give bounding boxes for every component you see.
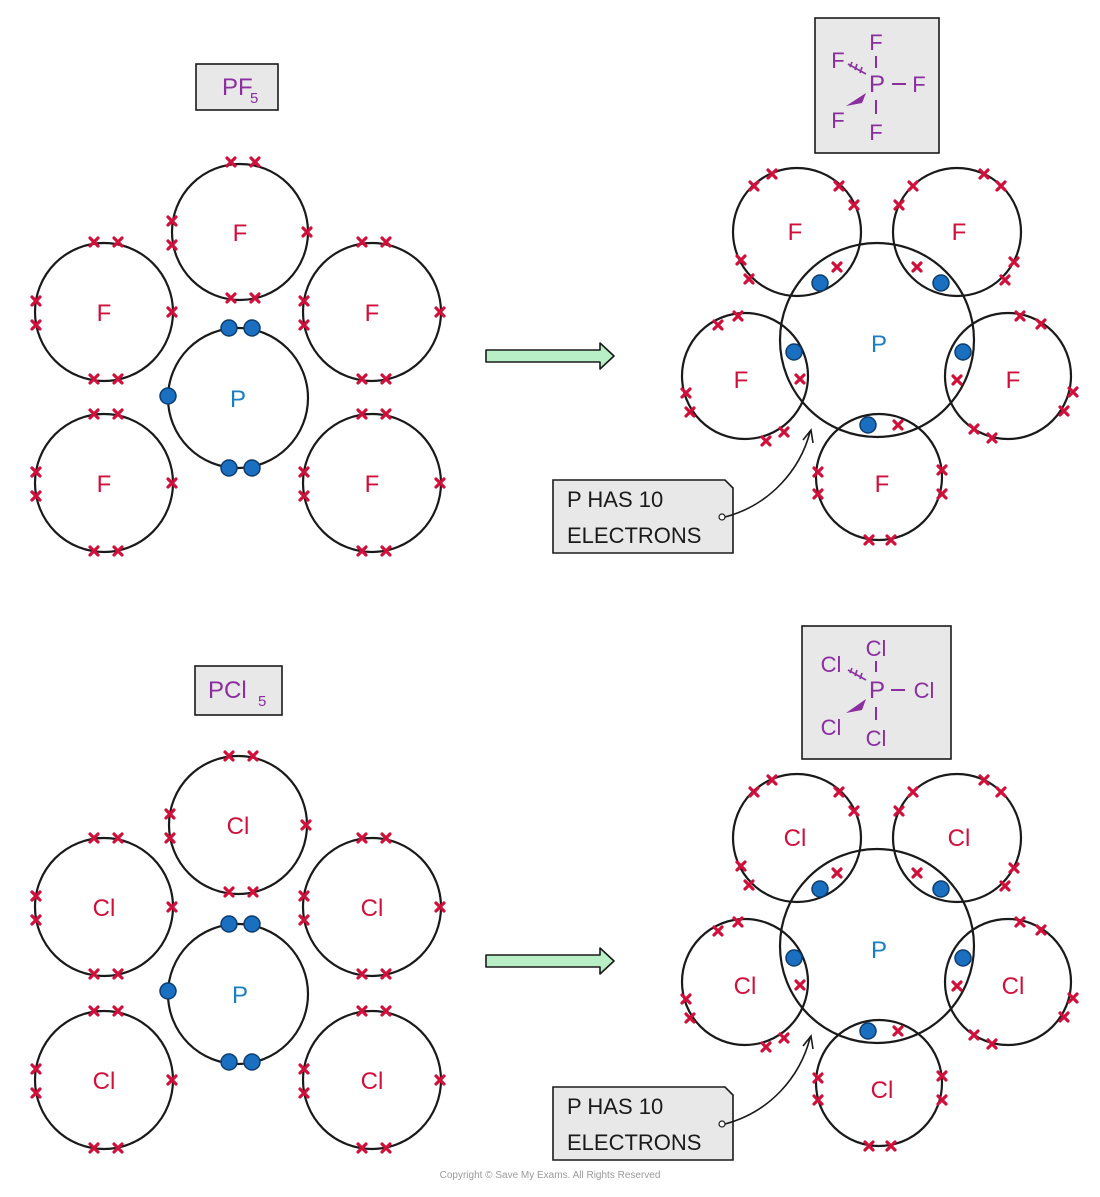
cl-atom-label: Cl (227, 813, 250, 840)
pcl5-bonded-molecule: P Cl Cl Cl Cl Cl (552, 772, 1079, 1161)
p-atom-label: P (871, 331, 887, 358)
f-atom-label: F (97, 471, 112, 498)
pcl5-structure-box: Cl Cl P Cl Cl Cl (801, 625, 952, 760)
electron-dots (785, 274, 972, 434)
structure-left: F (831, 48, 844, 73)
electron-crosses (30, 156, 446, 557)
f-atom-label: F (365, 300, 380, 327)
f-atom-label: F (365, 471, 380, 498)
cl-atom-label: Cl (784, 825, 807, 852)
structure-center: P (869, 677, 885, 704)
cl-atom-label: Cl (1002, 973, 1025, 1000)
p-shell (778, 847, 976, 1045)
copyright-footer: Copyright © Save My Exams. All Rights Re… (439, 1170, 661, 1181)
cl-shell (814, 1018, 944, 1148)
f-atom-label: F (97, 300, 112, 327)
pf5-formula-subscript: 5 (250, 90, 258, 107)
cl-atom-label: Cl (871, 1077, 894, 1104)
f-atom-label: F (788, 219, 803, 246)
p-atom-label: P (230, 386, 246, 413)
callout-line1: P HAS 10 (567, 487, 663, 512)
callout-line1: P HAS 10 (567, 1094, 663, 1119)
f-atom-label: F (952, 219, 967, 246)
electron-dots (159, 915, 261, 1071)
structure-bottom: Cl (866, 726, 887, 751)
structure-right: Cl (914, 678, 935, 703)
pf5-structure-box: F F P F F F (814, 17, 940, 154)
f-shell (943, 311, 1073, 441)
structure-top: F (869, 30, 882, 55)
f-shell (680, 311, 810, 441)
reaction-arrow (485, 342, 615, 370)
cl-atom-label: Cl (93, 895, 116, 922)
reaction-arrow (485, 947, 615, 975)
cl-atom-label: Cl (361, 1068, 384, 1095)
cl-atom-label: Cl (948, 825, 971, 852)
pcl5-formula-subscript: 5 (258, 693, 266, 710)
cl-shell (680, 917, 810, 1047)
p-shell (778, 241, 976, 439)
f-atom-label: F (1006, 367, 1021, 394)
f-atom-label: F (734, 367, 749, 394)
pf5-bonded-molecule: P F F F F F (552, 166, 1079, 554)
pcl5-section: PCl 5 Cl Cl Cl Cl Cl P (30, 625, 1079, 1161)
electron-dots (785, 880, 972, 1040)
callout-line2: ELECTRONS (567, 523, 701, 548)
pcl5-formula: PCl (208, 677, 247, 704)
structure-bottom: F (869, 120, 882, 145)
f-atom-label: F (233, 220, 248, 247)
f-atom-label: F (875, 471, 890, 498)
structure-top: Cl (866, 636, 887, 661)
p-atom-label: P (232, 982, 248, 1009)
cl-shell (731, 772, 863, 904)
cl-shell (943, 917, 1073, 1047)
pf5-callout: P HAS 10 ELECTRONS (552, 428, 814, 554)
pf5-formula: PF (222, 74, 253, 101)
pcl5-callout: P HAS 10 ELECTRONS (552, 1034, 814, 1161)
f-shell (891, 166, 1023, 298)
pcl5-formula-box: PCl 5 (194, 665, 283, 716)
pcl5-separate-atoms: Cl Cl Cl Cl Cl P (30, 750, 446, 1154)
cl-atom-label: Cl (93, 1068, 116, 1095)
pf5-section: PF 5 F F F F F P (30, 17, 1079, 557)
cl-atom-label: Cl (734, 973, 757, 1000)
pf5-separate-atoms: F F F F F P (30, 156, 446, 557)
callout-line2: ELECTRONS (567, 1130, 701, 1155)
structure-center: P (869, 71, 885, 98)
f-shell (814, 412, 944, 542)
cl-atom-label: Cl (361, 895, 384, 922)
structure-bottom-left: Cl (821, 715, 842, 740)
structure-bottom-left: F (831, 108, 844, 133)
structure-left: Cl (821, 652, 842, 677)
electron-dots (159, 319, 261, 477)
f-shell (731, 166, 863, 298)
structure-right: F (912, 72, 925, 97)
cl-shell (891, 772, 1023, 904)
p-atom-label: P (871, 937, 887, 964)
pf5-formula-box: PF 5 (195, 63, 279, 111)
